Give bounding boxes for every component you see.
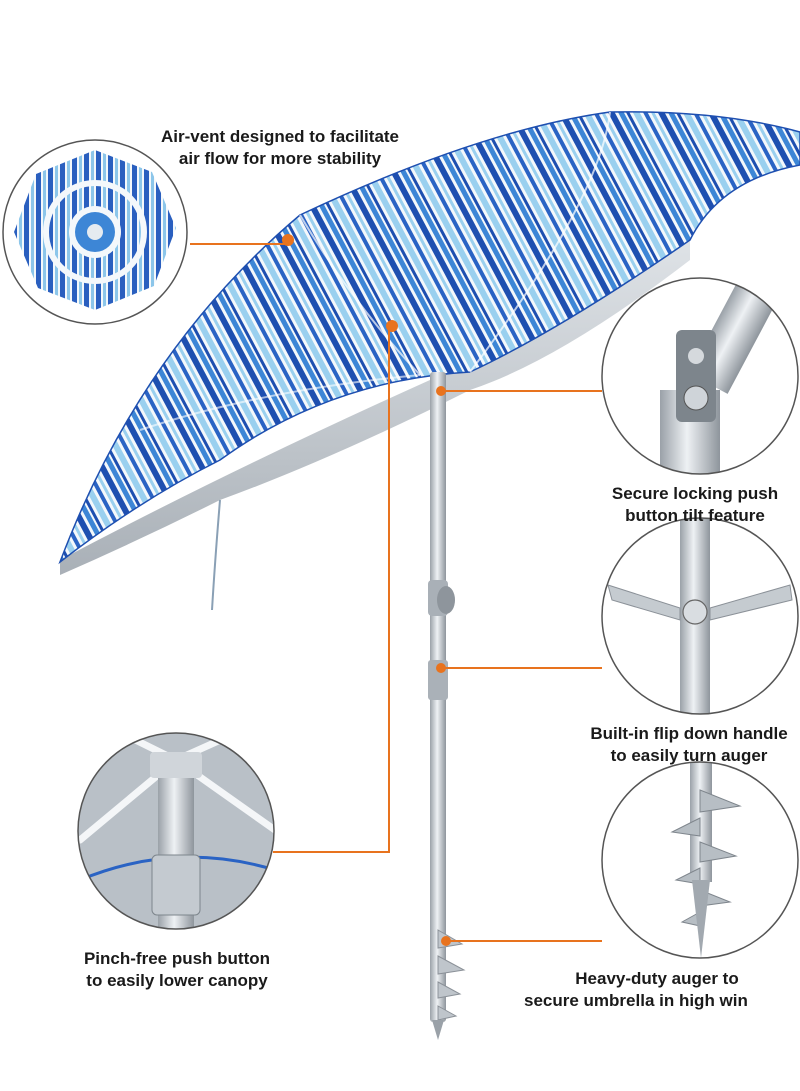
caption-pinch: Pinch-free push button to easily lower c…	[83, 949, 271, 990]
caption-handle: Built-in flip down handle to easily turn…	[590, 724, 788, 765]
leader-lines	[190, 243, 602, 942]
canopy-underside	[60, 238, 690, 575]
flip-handle-detail	[602, 518, 798, 714]
push-button-detail	[78, 733, 274, 929]
caption-tilt: Secure locking push button tilt feature	[611, 484, 779, 525]
caption-air-vent: Air-vent designed to facilitate air flow…	[160, 127, 400, 168]
canopy-top	[58, 111, 800, 565]
air-vent-detail	[3, 140, 187, 324]
tilt-hinge-detail	[602, 278, 798, 474]
caption-auger: Heavy-duty auger to secure umbrella in h…	[524, 969, 748, 1010]
auger-detail	[602, 762, 798, 958]
leader-dots	[282, 234, 451, 946]
